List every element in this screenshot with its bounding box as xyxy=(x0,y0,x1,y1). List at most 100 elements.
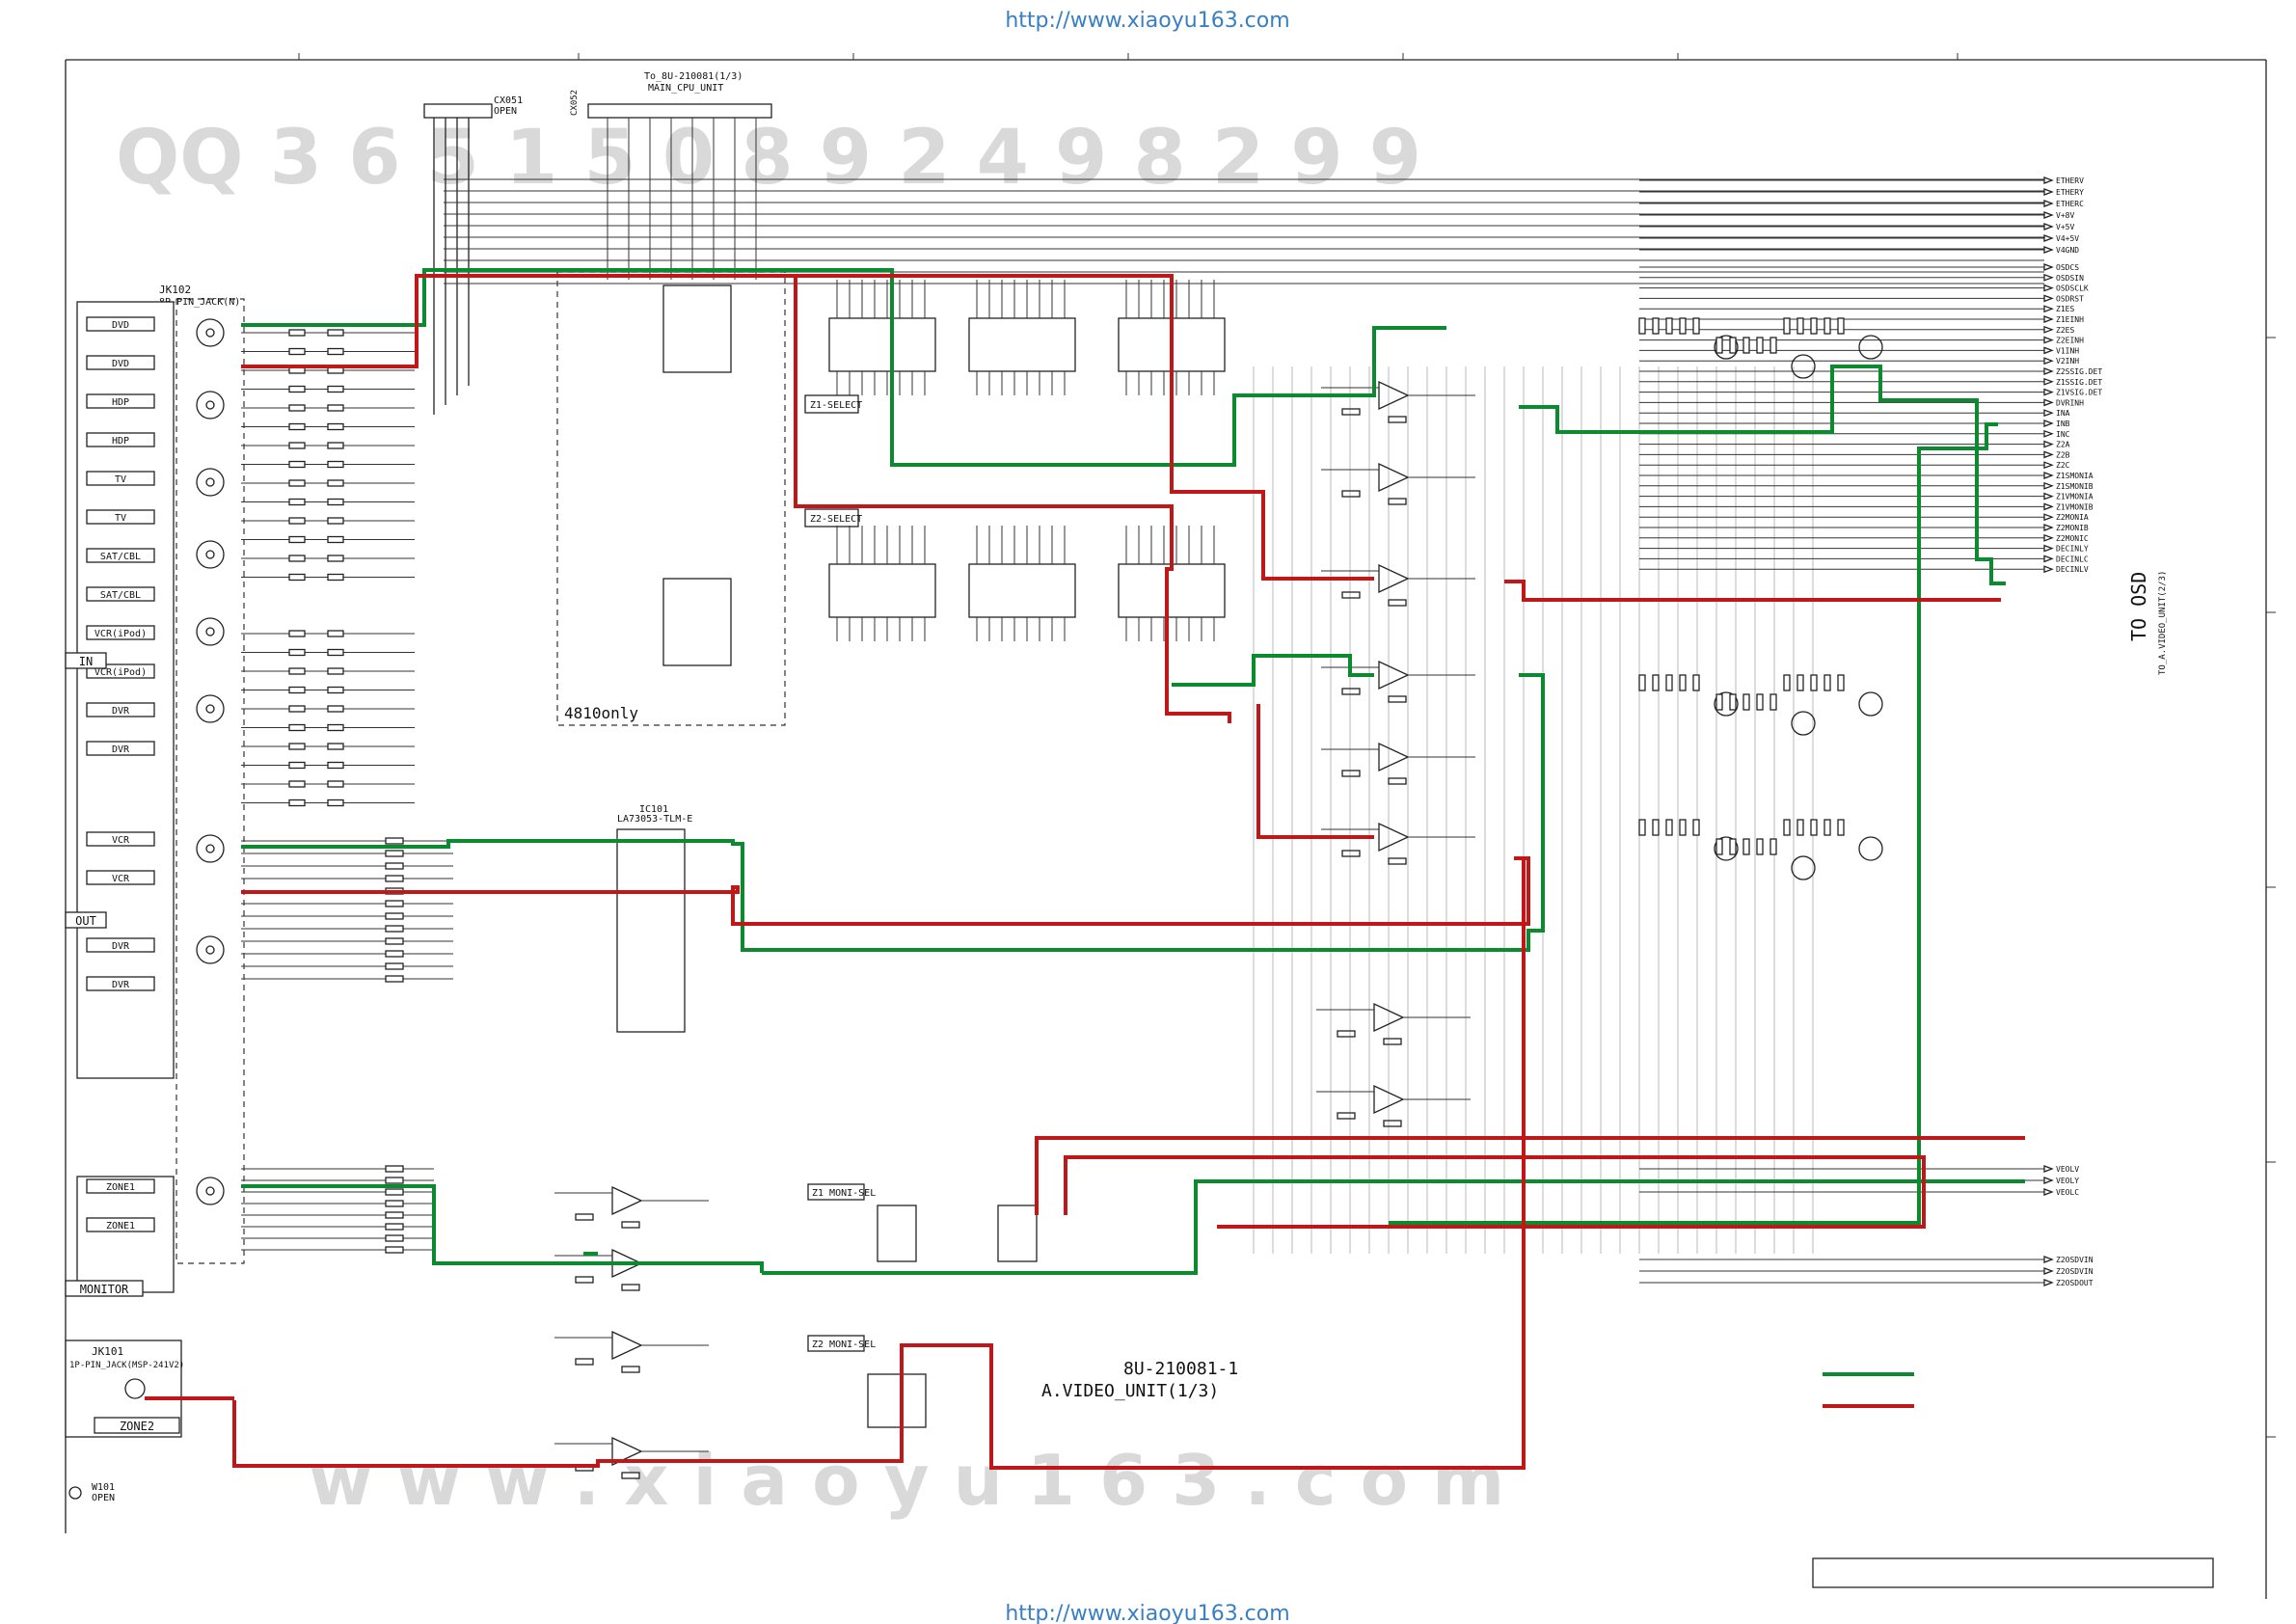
output-label: DVR xyxy=(112,980,130,990)
op-amp-chain xyxy=(554,366,1814,1479)
rca-jack-pin xyxy=(205,945,215,955)
op-amp xyxy=(1378,660,1410,690)
signal-name: OSDSCLK xyxy=(2056,284,2089,293)
op-amp xyxy=(1378,822,1410,853)
header-url[interactable]: http://www.xiaoyu163.com xyxy=(1005,9,1289,33)
signal-name: ETHERY xyxy=(2056,188,2084,197)
input-label: DVR xyxy=(112,706,130,717)
rca-jack xyxy=(196,694,225,723)
input-label: DVR xyxy=(112,744,130,755)
rca-jack xyxy=(196,540,225,569)
footer-url[interactable]: http://www.xiaoyu163.com xyxy=(1005,1602,1289,1624)
rca-jack xyxy=(196,617,225,646)
input-label: TV xyxy=(115,513,126,524)
rca-jack-pin xyxy=(205,328,215,338)
signal-name: Z2B xyxy=(2056,450,2070,459)
op-amp xyxy=(1373,1084,1405,1115)
input-label: HDP xyxy=(112,397,129,408)
label-in: IN xyxy=(79,655,93,668)
signal-name: Z1VSIG.DET xyxy=(2056,389,2102,397)
signal-name: Z1SMONIB xyxy=(2056,482,2093,491)
jk102-label: JK102 xyxy=(159,284,191,296)
title-part-no: 8U-210081-1 xyxy=(1123,1359,1238,1379)
rca-jack-pin xyxy=(205,550,215,559)
jk102-sub: 8P-PIN_JACK(N) xyxy=(159,297,240,308)
transistor xyxy=(1791,855,1816,880)
label-zone2: ZONE2 xyxy=(120,1420,154,1433)
input-label-box xyxy=(86,393,155,409)
signal-name: OSDCS xyxy=(2056,263,2079,272)
signal-name: ETHERC xyxy=(2056,200,2084,208)
signal-name: Z2MONIC xyxy=(2056,534,2089,543)
signal-name: V1INH xyxy=(2056,346,2079,355)
input-labels: DVDDVDHDPHDPTVTVSAT/CBLSAT/CBLVCR(iPod)V… xyxy=(86,316,155,1232)
op-amp xyxy=(611,1330,643,1361)
signal-name: Z1EINH xyxy=(2056,315,2084,324)
signal-name: INB xyxy=(2056,420,2070,428)
zone-label-box xyxy=(86,1178,155,1194)
op-amp xyxy=(611,1185,643,1216)
input-label: SAT/CBL xyxy=(100,590,141,601)
z2-select-box xyxy=(804,508,859,528)
output-label: DVR xyxy=(112,941,130,952)
rca-jack-pin xyxy=(205,1186,215,1196)
signal-name: ETHERV xyxy=(2056,176,2084,185)
signal-name: Z2C xyxy=(2056,461,2070,470)
red-signal-path xyxy=(145,274,2025,1470)
signal-name: DVRINH xyxy=(2056,398,2084,407)
rca-jack xyxy=(196,935,225,964)
input-label-box xyxy=(86,702,155,717)
signal-name: DECINLV xyxy=(2056,565,2089,574)
input-label-box xyxy=(86,548,155,563)
w101-open: OPEN xyxy=(92,1493,115,1503)
input-label-box xyxy=(86,509,155,525)
output-label-box xyxy=(86,831,155,847)
sheet-frame xyxy=(65,53,2276,1599)
op-amp xyxy=(1378,462,1410,493)
input-label-box xyxy=(86,316,155,332)
tc4052-ic xyxy=(828,317,936,372)
watermark-url: w w w . x i a o y u 1 6 3 . c o m xyxy=(309,1440,1504,1521)
title-name: A.VIDEO_UNIT(1/3) xyxy=(1041,1381,1219,1401)
cx051-open: OPEN xyxy=(494,106,517,117)
z1-moni-sel-label: Z1 MONI-SEL xyxy=(812,1188,876,1199)
input-label: SAT/CBL xyxy=(100,552,141,562)
rca-jack-pin xyxy=(205,627,215,636)
signal-name: Z2A xyxy=(2056,441,2070,449)
z2-select-label: Z2-SELECT xyxy=(810,514,862,525)
video-select-ics: Z1-SELECT Z2-SELECT xyxy=(804,280,1226,641)
transistor xyxy=(1714,335,1739,360)
transistor xyxy=(1791,711,1816,736)
signal-name: INA xyxy=(2056,409,2070,418)
op-amp xyxy=(1378,380,1410,411)
output-label-box xyxy=(86,870,155,885)
side-labels: IN OUT MONITOR JK101 1P-PIN_JACK(MSP-241… xyxy=(65,652,184,1503)
output-label: VCR xyxy=(112,835,130,846)
rca-jack xyxy=(196,468,225,497)
rca-jack xyxy=(196,391,225,420)
transistor xyxy=(1714,691,1739,717)
connector-cx051: CX051 OPEN xyxy=(423,95,523,415)
signal-name: Z2OSDVIN xyxy=(2056,1267,2093,1276)
signal-name: Z1SMONIA xyxy=(2056,472,2093,480)
rca-jack xyxy=(196,1177,225,1205)
connector-cx052: To_8U-210081(1/3) MAIN_CPU_UNIT CX052 xyxy=(570,71,772,119)
rca-jack-pin xyxy=(205,844,215,853)
rca-jack-pin xyxy=(205,400,215,410)
w101-label: W101 xyxy=(92,1482,115,1493)
transistor-drivers xyxy=(1638,317,1883,880)
zone-label-box xyxy=(86,1217,155,1232)
ic101-label: IC101 xyxy=(639,804,668,815)
signal-name: V+8V xyxy=(2056,211,2074,220)
signal-name: V4GND xyxy=(2056,246,2079,255)
input-label: HDP xyxy=(112,436,129,447)
input-label: VCR(iPod) xyxy=(95,667,147,678)
signal-name: Z2MONIA xyxy=(2056,513,2089,522)
signal-name: Z2OSDVIN xyxy=(2056,1256,2093,1264)
signal-name: VEOLV xyxy=(2056,1165,2079,1174)
transistor xyxy=(1858,335,1883,360)
transistor xyxy=(1791,354,1816,379)
jack-circles xyxy=(196,318,225,1205)
tc4052-ic xyxy=(1118,563,1226,618)
